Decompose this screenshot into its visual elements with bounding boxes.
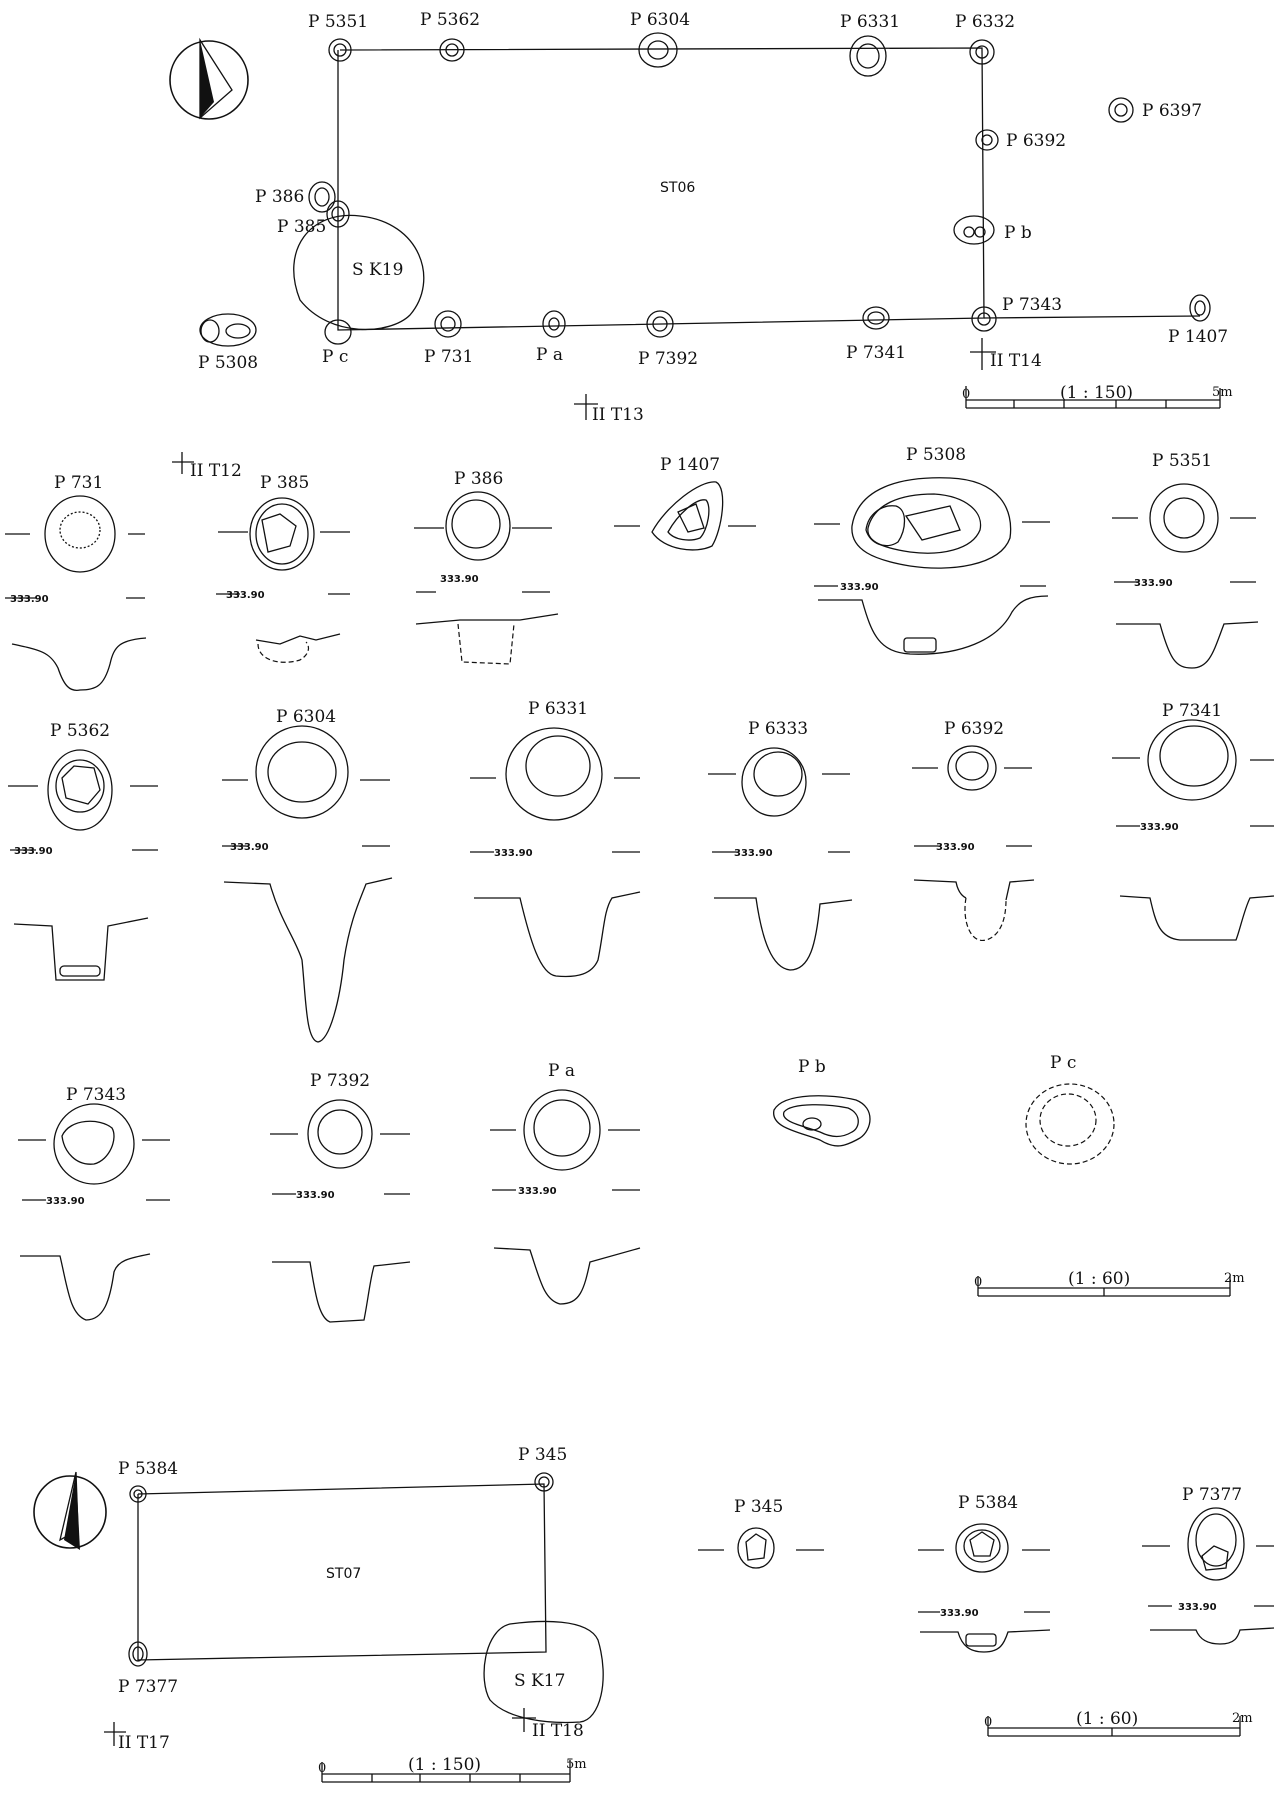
elev-pa: 333.90 (518, 1186, 557, 1197)
sec-label-p6331: P 6331 (528, 699, 588, 719)
label-p6332: P 6332 (955, 12, 1015, 32)
label-p5351: P 5351 (308, 12, 368, 32)
sections-row-1: P 731 333.90 P 385 333.90 P 386 333.90 P… (5, 445, 1259, 692)
post-holes (199, 32, 1211, 347)
label-p7343: P 7343 (1002, 295, 1062, 315)
sec-label-p5384: P 5384 (958, 1493, 1018, 1513)
scale60b-start: 0 (984, 1715, 992, 1730)
scale150-end: 5m (1212, 385, 1233, 400)
scale60-start: 0 (974, 1275, 982, 1290)
sec-label-pc: P c (1050, 1053, 1076, 1073)
grid-iit13: II T13 (592, 405, 644, 425)
scale-bar-1-150-st07 (321, 1760, 571, 1783)
elev-p7341: 333.90 (1140, 822, 1179, 833)
elev-p5384: 333.90 (940, 1608, 979, 1619)
elev-p6392: 333.90 (936, 842, 975, 853)
elev-p7343: 333.90 (46, 1196, 85, 1207)
label-p5362: P 5362 (420, 10, 480, 30)
label-p6331: P 6331 (840, 12, 900, 32)
label-st07: ST07 (326, 1566, 361, 1582)
label-pa-plan: P a (536, 345, 563, 365)
sec-label-p7377: P 7377 (1182, 1485, 1242, 1505)
elev-p5308: 333.90 (840, 582, 879, 593)
scale150-start: 0 (962, 387, 970, 402)
scale60b-end: 2m (1232, 1711, 1253, 1726)
label-p7341: P 7341 (846, 343, 906, 363)
st06-plan: P 5351 P 5362 P 6304 P 6331 P 6332 P 639… (169, 10, 1233, 481)
sec-label-pa: P a (548, 1061, 575, 1081)
scale60-ratio: (1 : 60) (1068, 1269, 1130, 1289)
label-st06: ST06 (660, 180, 695, 196)
elev-p6304: 333.90 (230, 842, 269, 853)
sk19-pit (293, 214, 425, 331)
grid-iit18: II T18 (532, 1721, 584, 1741)
sec-label-p386: P 386 (454, 469, 503, 489)
label-p5384: P 5384 (118, 1459, 178, 1479)
fence-line (983, 315, 1201, 319)
elev-p6333: 333.90 (734, 848, 773, 859)
sec-label-p5351: P 5351 (1152, 451, 1212, 471)
sec-label-pb: P b (798, 1057, 826, 1077)
grid-iit14: II T14 (990, 351, 1042, 371)
scale150b-end: 5m (566, 1757, 587, 1772)
st07-plan: P 5384 P 345 P 7377 ST07 S K17 II T17 II… (33, 1445, 604, 1783)
label-pc-plan: P c (322, 347, 348, 367)
label-p7392: P 7392 (638, 349, 698, 369)
sec-label-p6333: P 6333 (748, 719, 808, 739)
scale150-ratio: (1 : 150) (1060, 383, 1133, 403)
label-p385: P 385 (277, 217, 326, 237)
scale150b-ratio: (1 : 150) (408, 1755, 481, 1775)
elev-p731: 333.90 (10, 594, 49, 605)
north-arrow-icon (33, 1471, 107, 1550)
label-p7377: P 7377 (118, 1677, 178, 1697)
label-p5308: P 5308 (198, 353, 258, 373)
elev-p385: 333.90 (226, 590, 265, 601)
grid-iit12: II T12 (190, 461, 242, 481)
elev-p7377: 333.90 (1178, 1602, 1217, 1613)
elev-p7392: 333.90 (296, 1190, 335, 1201)
label-p6392: P 6392 (1006, 131, 1066, 151)
sec-label-p731: P 731 (54, 473, 103, 493)
grid-iit17: II T17 (118, 1733, 170, 1753)
label-pb-plan: P b (1004, 223, 1032, 243)
scale-bar-1-60 (977, 1276, 1231, 1297)
elev-p5351: 333.90 (1134, 578, 1173, 589)
sections-row-2: P 5362 333.90 P 6304 333.90 P 6331 333.9… (8, 699, 1275, 1043)
sec-label-p7343: P 7343 (66, 1085, 126, 1105)
elev-p5362: 333.90 (14, 846, 53, 857)
scale60-end: 2m (1224, 1271, 1245, 1286)
sections-row-3: P 7343 333.90 P 7392 333.90 P a 333.90 P… (18, 1053, 1245, 1323)
scale150b-start: 0 (318, 1761, 326, 1776)
sec-label-p345: P 345 (734, 1497, 783, 1517)
label-sk17: S K17 (514, 1671, 565, 1691)
sec-label-p7341: P 7341 (1162, 701, 1222, 721)
st07-sections: P 345 P 5384 333.90 P 7377 333.90 0 (1 :… (698, 1485, 1275, 1737)
label-p386: P 386 (255, 187, 304, 207)
label-p731: P 731 (424, 347, 473, 367)
scale60b-ratio: (1 : 60) (1076, 1709, 1138, 1729)
sec-label-p5308: P 5308 (906, 445, 966, 465)
label-sk19: S K19 (352, 260, 403, 280)
elev-p6331: 333.90 (494, 848, 533, 859)
sec-label-p7392: P 7392 (310, 1071, 370, 1091)
sec-label-p6304: P 6304 (276, 707, 336, 727)
sec-label-p6392: P 6392 (944, 719, 1004, 739)
scale-bar-1-60-st07 (987, 1716, 1241, 1737)
label-p6397: P 6397 (1142, 101, 1202, 121)
sec-label-p385: P 385 (260, 473, 309, 493)
sec-label-p1407: P 1407 (660, 455, 720, 475)
north-arrow-icon (169, 37, 249, 120)
elev-p386: 333.90 (440, 574, 479, 585)
label-p1407: P 1407 (1168, 327, 1228, 347)
st07-outline (137, 1483, 547, 1661)
label-p345: P 345 (518, 1445, 567, 1465)
label-p6304: P 6304 (630, 10, 690, 30)
scale-bar-1-150 (965, 386, 1221, 409)
sec-label-p5362: P 5362 (50, 721, 110, 741)
sk17-pit (483, 1620, 604, 1724)
